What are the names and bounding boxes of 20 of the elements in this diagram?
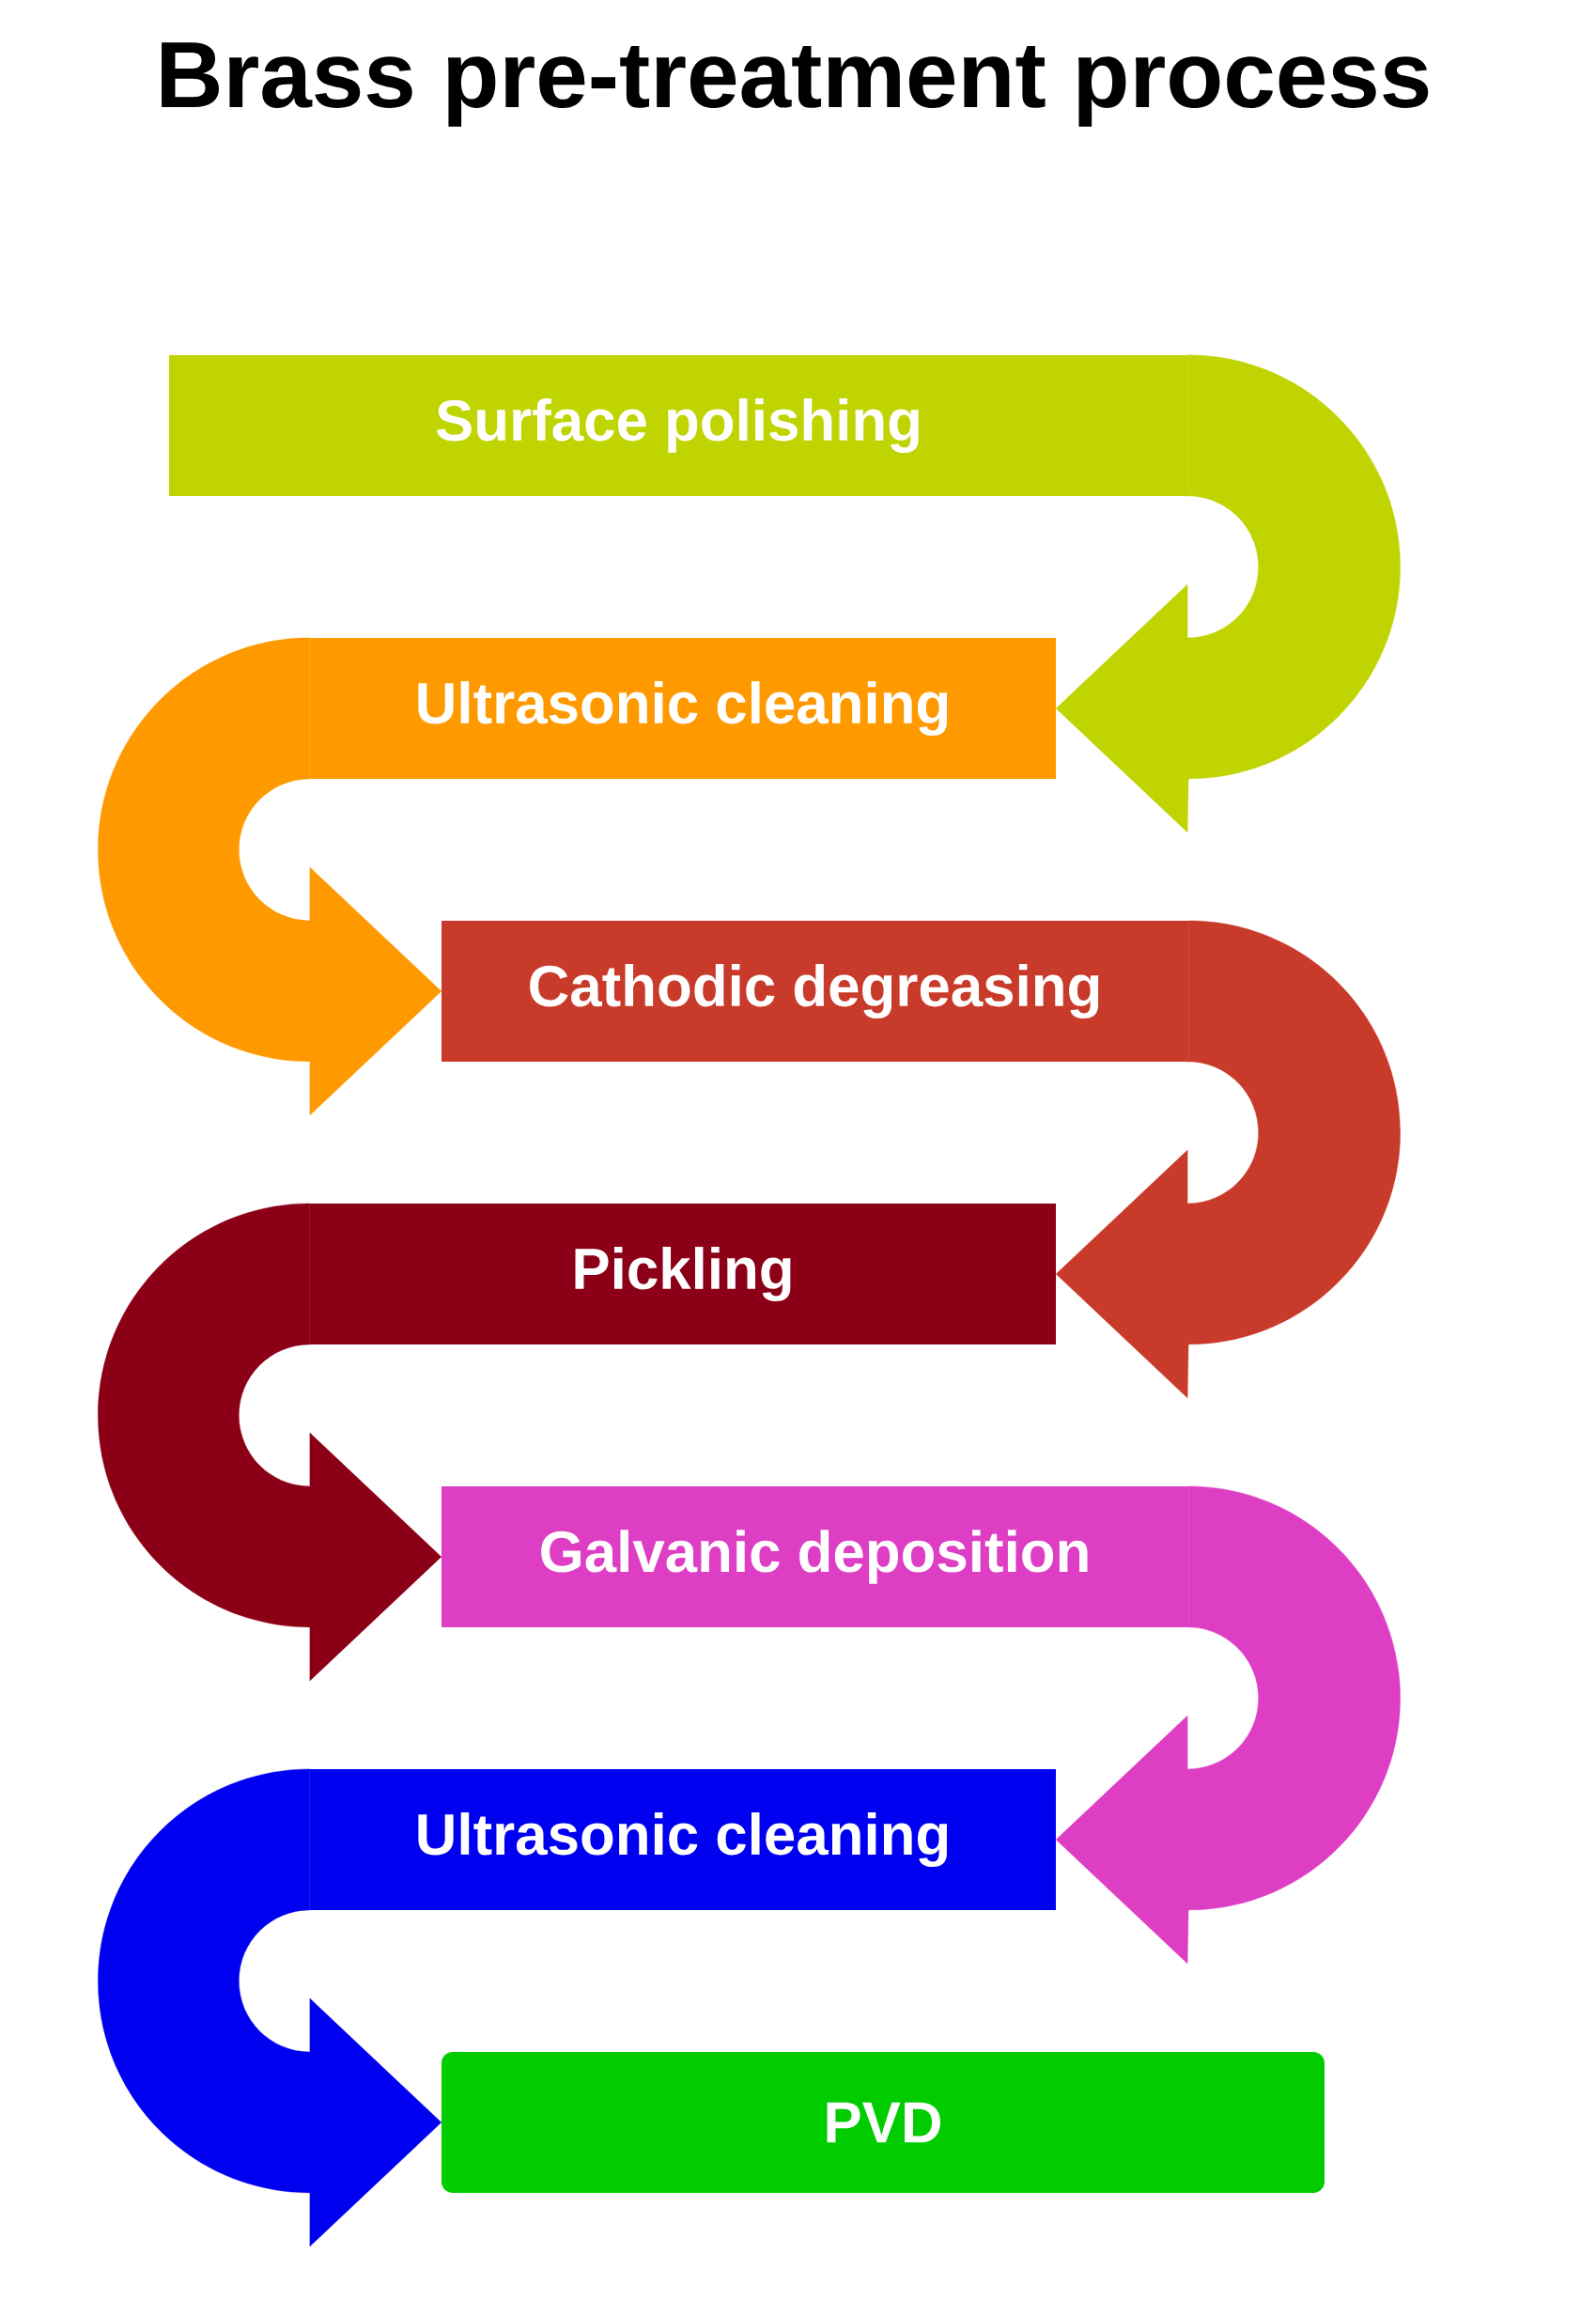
u-turn-arrow xyxy=(1055,920,1401,1399)
u-turn-arrow xyxy=(98,637,442,1116)
u-turn-arrow xyxy=(98,1768,442,2247)
process-band: Pickling xyxy=(310,1204,1056,1344)
process-band: Galvanic deposition xyxy=(442,1486,1188,1627)
process-band: Cathodic degreasing xyxy=(442,921,1188,1062)
process-band: Ultrasonic cleaning xyxy=(310,638,1056,779)
node-label: Surface polishing xyxy=(436,398,919,453)
node-label: Ultrasonic cleaning xyxy=(418,681,948,736)
u-turn-arrow xyxy=(1055,1485,1401,1965)
process-band: Surface polishing xyxy=(169,355,1188,496)
node-label: Ultrasonic cleaning xyxy=(418,1812,948,1867)
process-band: PVD xyxy=(442,2052,1325,2193)
u-turn-arrow xyxy=(1055,354,1401,833)
node-label: Pickling xyxy=(575,1247,791,1301)
node-label: Cathodic degreasing xyxy=(530,964,1099,1018)
u-turn-arrow xyxy=(98,1203,442,1682)
process-band: Ultrasonic cleaning xyxy=(310,1769,1056,1910)
node-label: Galvanic deposition xyxy=(541,1530,1088,1584)
title: Brass pre-treatment process xyxy=(162,42,1429,127)
